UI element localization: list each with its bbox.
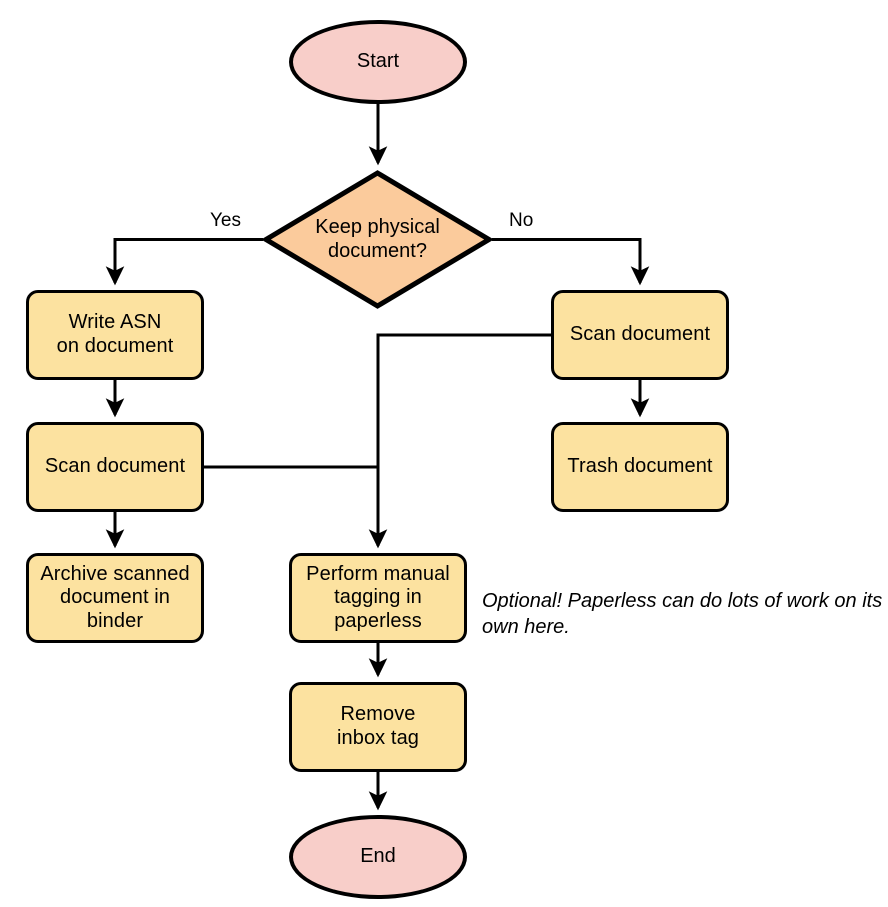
edge-label-no: No — [509, 210, 534, 231]
edge-scan-right-to-manual-tagging — [368, 333, 551, 549]
process-label: Scan document — [44, 455, 186, 478]
process-label: Archive scanned document in binder — [40, 562, 190, 632]
process-write-asn-on-document[interactable]: Write ASN on document — [26, 290, 204, 380]
edge-decision-no-to-scan-right — [492, 238, 650, 286]
end-node-label: End — [360, 845, 396, 868]
edge-decision-yes-to-write-asn — [105, 238, 263, 286]
process-trash-document[interactable]: Trash document — [551, 422, 729, 512]
end-node[interactable]: End — [289, 815, 467, 899]
process-label: Perform manual tagging in paperless — [306, 562, 450, 632]
process-label: Scan document — [569, 323, 711, 346]
process-archive-scanned-document-in-binder[interactable]: Archive scanned document in binder — [26, 553, 204, 643]
start-node[interactable]: Start — [289, 20, 467, 104]
decision-keep-physical-document[interactable]: Keep physical document? — [263, 170, 492, 309]
process-label: Trash document — [567, 455, 713, 478]
process-perform-manual-tagging-in-paperless[interactable]: Perform manual tagging in paperless — [289, 553, 467, 643]
process-remove-inbox-tag[interactable]: Remove inbox tag — [289, 682, 467, 772]
process-scan-document-left[interactable]: Scan document — [26, 422, 204, 512]
process-scan-document-right[interactable]: Scan document — [551, 290, 729, 380]
edge-label-yes: Yes — [210, 210, 241, 231]
process-label: Write ASN on document — [56, 311, 174, 357]
process-label: Remove inbox tag — [336, 703, 420, 749]
decision-label: Keep physical document? — [315, 215, 440, 262]
start-node-label: Start — [356, 50, 400, 73]
annotation-optional-paperless: Optional! Paperless can do lots of work … — [482, 590, 883, 638]
diamond-shape-icon — [263, 170, 492, 309]
